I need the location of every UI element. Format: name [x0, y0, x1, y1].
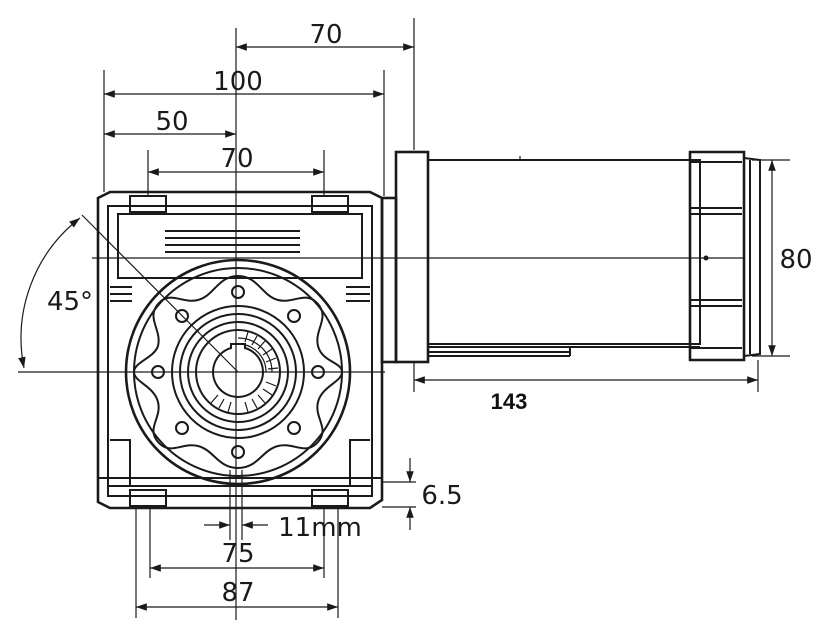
dim-label-143: 143: [491, 389, 528, 414]
dim-label-75: 75: [221, 539, 254, 569]
dim-label-6-5: 6.5: [421, 481, 462, 511]
dim-label-top-70: 70: [309, 20, 342, 50]
center-lines: [18, 28, 745, 620]
dim-label-flange-70: 70: [220, 144, 253, 174]
dim-label-50: 50: [155, 107, 188, 137]
dim-label-100: 100: [213, 67, 263, 97]
dim-label-80: 80: [779, 245, 812, 275]
dim-label-11mm: 11mm: [278, 513, 362, 543]
motor: [380, 150, 790, 364]
dimension-lines: [18, 18, 776, 618]
dim-label-87: 87: [221, 578, 254, 608]
dim-label-angle: 45°: [47, 287, 93, 317]
gearbox-housing: [96, 190, 384, 510]
